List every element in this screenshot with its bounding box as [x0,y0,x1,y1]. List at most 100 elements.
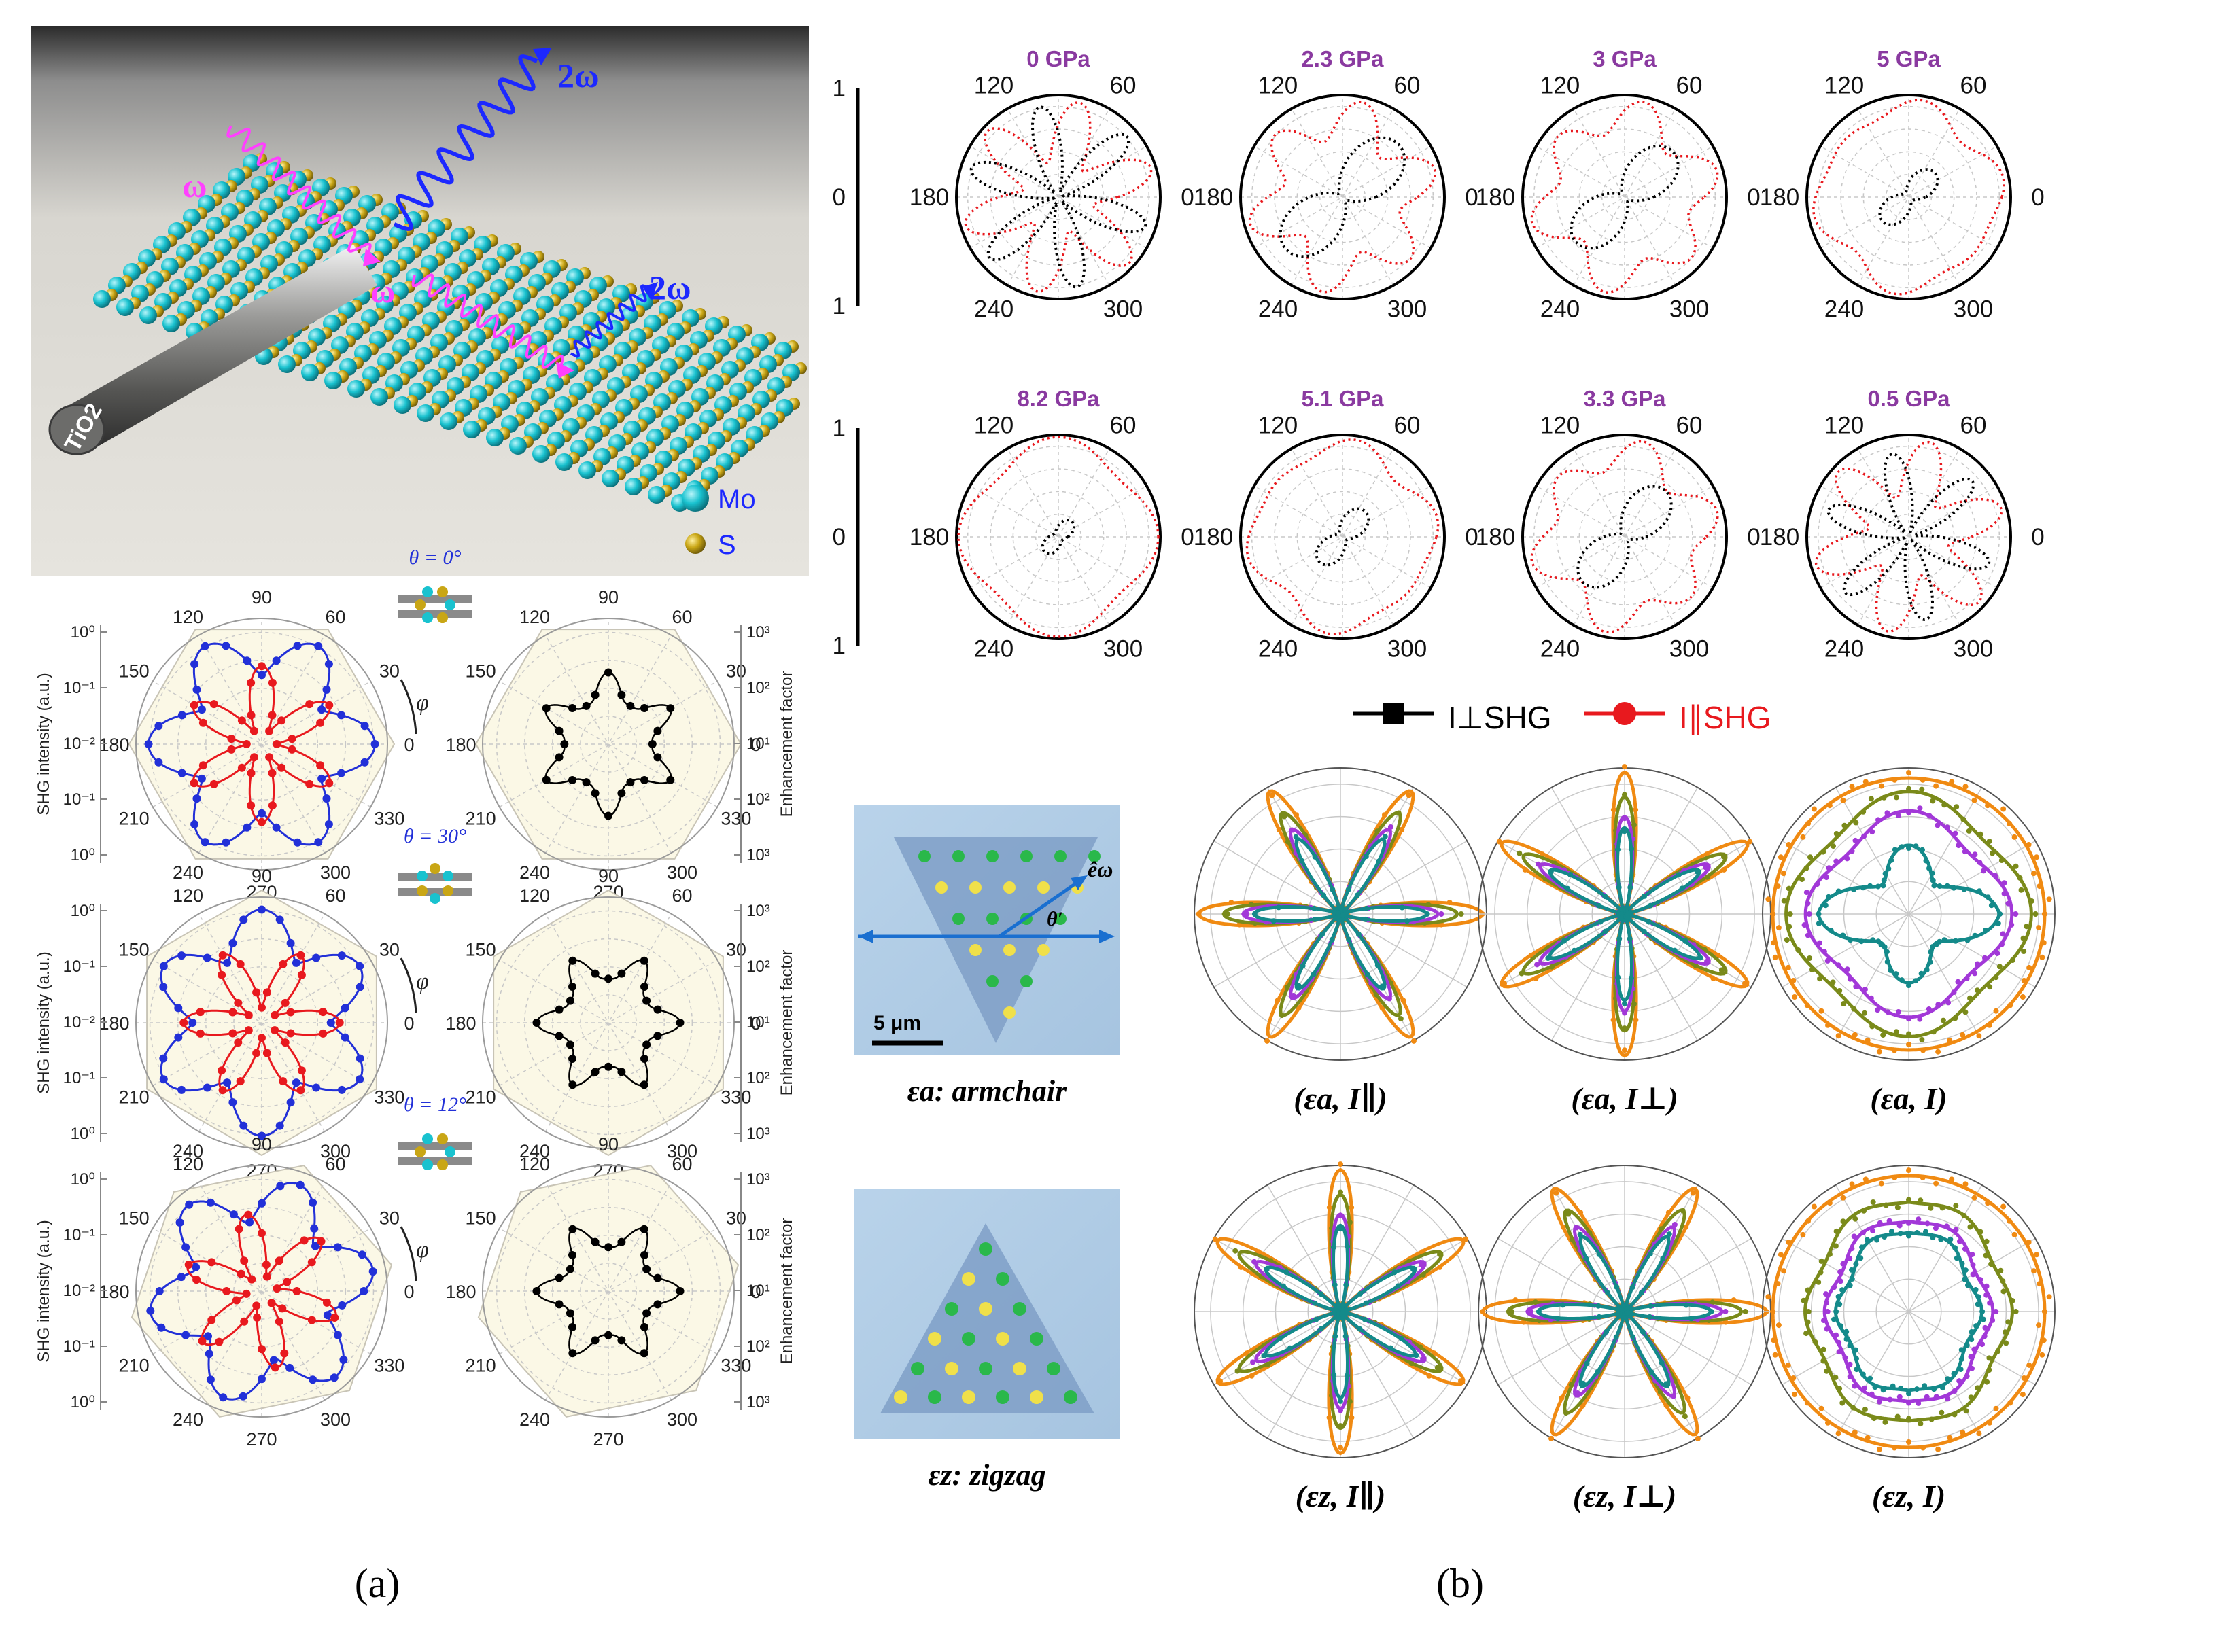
data-point [1338,1226,1343,1232]
data-point [2007,1400,2013,1406]
enhancement-point [653,1005,662,1014]
data-point [1559,1395,1565,1401]
data-point [1311,971,1317,977]
data-point [1683,1224,1689,1230]
blue-point [293,838,302,847]
red-point [322,1298,331,1307]
data-point [1968,1394,1974,1401]
data-point [1977,831,1983,837]
data-point [1622,1010,1627,1016]
data-point [1631,822,1637,828]
data-point [1775,925,1782,931]
data-point [1969,1337,1975,1343]
data-point [1876,1446,1882,1452]
data-point [1682,1413,1688,1420]
data-point [1281,813,1287,820]
data-point [1892,1174,1898,1180]
enhancement-point [566,1040,574,1049]
data-point [2041,1309,2047,1314]
data-point [2007,820,2012,826]
data-point [1344,1373,1350,1379]
angle-label: 0 [2031,524,2044,550]
blue-point [181,1243,190,1252]
data-point [1704,874,1710,880]
left-tick-label: 10⁻¹ [63,957,95,976]
enhancement-point [591,789,600,798]
red-point [286,1008,295,1017]
data-point [1659,1226,1665,1232]
angle-label: 300 [1387,636,1427,663]
left-tick-label: 10⁻² [63,1013,95,1032]
data-point [2018,887,2024,893]
data-point [1841,1001,1847,1006]
data-point [1986,1355,1992,1361]
data-point [1381,812,1387,818]
blue-point [258,809,266,818]
red-point [305,779,314,788]
red-point [240,1317,249,1326]
data-point [1332,1333,1338,1339]
data-point [1287,1345,1293,1351]
data-point [1975,961,1981,967]
angle-label: 30 [379,661,400,682]
data-point [1434,1365,1440,1371]
red-point [237,763,246,772]
angle-label: 0 [1465,184,1478,211]
data-point [1878,1180,1884,1187]
data-point [1775,1322,1782,1329]
data-point [1937,938,1943,945]
data-point [2001,880,2007,886]
data-point [1398,1016,1404,1022]
armchair-label: εa: armchair [907,1074,1067,1108]
data-point [1962,1181,1969,1187]
angle-label: 180 [445,1013,476,1034]
data-point [1458,911,1464,917]
red-point [253,1313,262,1322]
red-point [319,1029,328,1038]
data-point [1824,1300,1829,1306]
angle-label: 210 [466,1087,496,1108]
data-point [1852,837,1858,843]
data-point [1891,1047,1897,1053]
data-point [1399,904,1405,911]
data-point [1893,971,1899,977]
data-point [1602,894,1608,900]
data-point [1870,937,1876,943]
data-point [1311,905,1317,911]
data-point [1938,1236,1944,1242]
left-axis-label: SHG intensity (a.u.) [35,1220,53,1362]
red-point [262,1272,271,1281]
data-point [1971,1346,1977,1352]
data-point [1865,1237,1870,1243]
phi-label: φ [416,969,429,994]
e-vector-arrow [998,878,1082,938]
data-point [1419,1262,1425,1268]
data-point [1967,995,1973,1001]
data-point [1818,1269,1824,1276]
right-tick-label: 10¹ [746,1282,770,1300]
data-point [1886,866,1892,872]
data-point [1795,947,1801,953]
angle-label: 150 [466,661,496,682]
data-point [1329,936,1335,943]
data-point [1657,1389,1663,1395]
red-point [268,769,277,777]
data-point [1770,911,1776,917]
data-point [1886,1218,1892,1224]
angle-label: 120 [519,607,550,627]
data-point [1899,977,1905,983]
data-point [1957,1238,1962,1244]
blue-point [229,1210,238,1219]
data-point [1251,1259,1258,1265]
data-point [1580,1380,1586,1386]
blue-point [239,1121,248,1130]
angle-label: 90 [598,587,619,608]
data-point [1232,1248,1238,1254]
data-point [1896,1394,1903,1400]
enhancement-point [555,1273,564,1282]
data-point [1545,955,1551,961]
red-point [196,1008,205,1017]
blue-point [203,953,211,962]
epsilon-polar: (εa, I) [1762,767,2056,1116]
angle-label: 210 [119,1087,150,1108]
